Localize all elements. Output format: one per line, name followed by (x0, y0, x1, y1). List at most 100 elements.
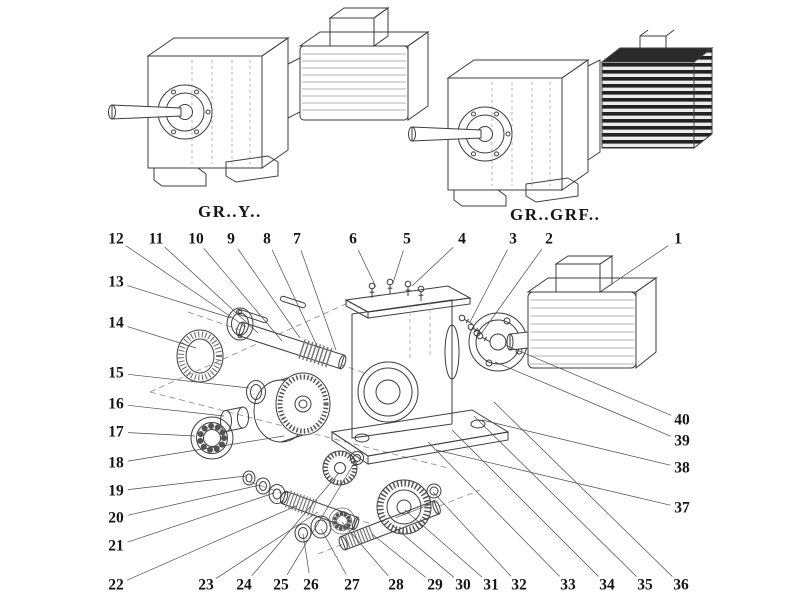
motor-unit (298, 7, 430, 121)
leader-line-21 (127, 492, 275, 543)
part-bearing-large (191, 417, 233, 459)
callout-number-17: 17 (108, 423, 124, 441)
callout-number-3: 3 (509, 230, 517, 248)
callout-number-4: 4 (458, 230, 466, 248)
leader-line-4 (411, 246, 454, 287)
part-ring-small (350, 451, 364, 465)
leader-line-38 (481, 419, 671, 466)
gearbox-unit (108, 37, 290, 187)
callout-number-13: 13 (108, 273, 124, 291)
exploded-view (149, 255, 658, 555)
leader-line-3 (469, 249, 508, 323)
leader-line-27 (320, 528, 347, 575)
callout-number-14: 14 (108, 314, 124, 332)
adapter-flange (587, 59, 601, 161)
part-bushing (220, 406, 249, 432)
leader-line-28 (341, 521, 389, 577)
gearmotor-drawing-gr-y (108, 7, 430, 187)
part-housing (330, 285, 510, 465)
callout-number-37: 37 (674, 499, 690, 517)
callout-number-7: 7 (293, 230, 301, 248)
leader-line-31 (404, 509, 483, 578)
leader-line-25 (286, 459, 357, 575)
leader-line-18 (127, 435, 285, 462)
callout-number-8: 8 (263, 230, 271, 248)
part-gear-small (322, 450, 358, 486)
leader-lines (125, 245, 673, 581)
leader-line-6 (357, 249, 377, 288)
leader-line-5 (392, 250, 404, 284)
leader-line-12 (125, 245, 247, 328)
callout-number-32: 32 (511, 576, 527, 594)
callout-number-34: 34 (599, 576, 615, 594)
gearbox-unit (408, 59, 590, 207)
leader-line-11 (164, 246, 259, 334)
callout-number-2: 2 (545, 230, 553, 248)
leader-line-39 (494, 361, 672, 437)
callout-number-11: 11 (148, 230, 164, 248)
callout-number-39: 39 (674, 432, 690, 450)
callout-number-20: 20 (108, 509, 124, 527)
callout-number-18: 18 (108, 454, 124, 472)
callout-number-23: 23 (198, 576, 214, 594)
leader-line-7 (300, 250, 337, 351)
leader-line-19 (127, 475, 247, 490)
callout-number-33: 33 (560, 576, 576, 594)
leader-line-33 (427, 441, 560, 577)
part-key (236, 308, 268, 324)
leader-line-29 (371, 533, 426, 578)
part-ring-output (426, 483, 442, 499)
leader-line-15 (127, 373, 250, 389)
leader-line-36 (493, 401, 673, 577)
leader-line-20 (127, 484, 261, 516)
callout-number-36: 36 (673, 576, 689, 594)
callout-number-22: 22 (108, 576, 124, 594)
callout-number-1: 1 (674, 230, 682, 248)
callout-number-30: 30 (455, 576, 471, 594)
callout-number-5: 5 (403, 230, 411, 248)
part-flange-screws (457, 313, 493, 345)
callout-number-21: 21 (108, 537, 124, 555)
leader-line-13 (127, 285, 232, 319)
leader-line-24 (251, 473, 339, 577)
callout-number-40: 40 (674, 411, 690, 429)
part-gearwheel (253, 372, 331, 443)
leader-line-9 (237, 248, 301, 339)
leader-line-26 (302, 533, 310, 574)
leader-line-14 (127, 326, 197, 349)
mounting-foot (525, 177, 579, 203)
callout-number-15: 15 (108, 364, 124, 382)
part-output-washers (294, 515, 332, 543)
part-input-shaft (236, 321, 347, 370)
callout-number-12: 12 (108, 230, 124, 248)
leader-line-2 (480, 248, 543, 335)
mounting-foot (225, 155, 279, 183)
mounting-foot (153, 167, 207, 187)
callout-number-25: 25 (273, 576, 289, 594)
callout-number-35: 35 (637, 576, 653, 594)
callout-number-19: 19 (108, 482, 124, 500)
variant-label-gr-grf: GR..GRF.. (510, 205, 601, 224)
leader-line-23 (215, 511, 319, 579)
top-bracket (639, 35, 667, 49)
callout-number-26: 26 (303, 576, 319, 594)
callout-number-38: 38 (674, 459, 690, 477)
part-cover-plate (226, 307, 254, 341)
leader-line-35 (473, 415, 637, 577)
callout-number-9: 9 (227, 230, 235, 248)
adapter-flange (287, 57, 301, 119)
callout-number-6: 6 (349, 230, 357, 248)
callout-number-29: 29 (427, 576, 443, 594)
callout-number-16: 16 (108, 395, 124, 413)
leader-line-34 (451, 429, 599, 577)
leader-line-1 (599, 245, 669, 293)
leader-line-30 (391, 524, 455, 578)
leader-line-22 (126, 505, 297, 581)
callout-number-24: 24 (236, 576, 252, 594)
part-seal-ring (176, 329, 224, 383)
variant-label-gr-y: GR..Y.. (198, 202, 262, 221)
leader-line-40 (504, 344, 672, 416)
mounting-foot (453, 189, 507, 207)
leader-line-10 (203, 247, 283, 342)
